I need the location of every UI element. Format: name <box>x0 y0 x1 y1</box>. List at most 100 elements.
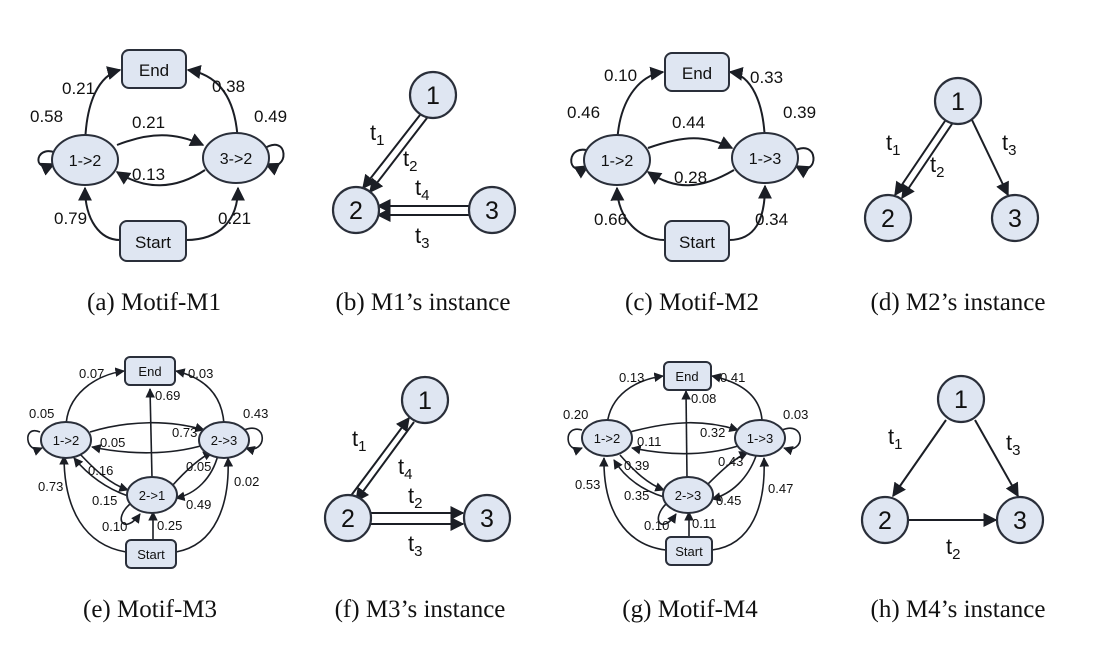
edge-m1-start-left <box>78 186 121 241</box>
node-m3-start-label: Start <box>137 547 165 562</box>
label-m3-right-end: 0.03 <box>188 366 213 381</box>
caption-g: (g) Motif-M4 <box>622 596 758 623</box>
edge-m3-right-self <box>243 427 264 456</box>
label-m4-left-self: 0.20 <box>563 407 588 422</box>
node-m3-end <box>124 356 176 386</box>
node-m3-start <box>125 539 177 569</box>
label-m2-right-left: 0.28 <box>674 168 707 187</box>
node-m1i-2-label: 2 <box>349 197 363 225</box>
label-m3-left-self: 0.05 <box>29 406 54 421</box>
edge-m3-start-right <box>175 457 234 553</box>
edge-m4-left-self <box>567 428 583 456</box>
node-m2-right <box>731 132 799 184</box>
caption-a: (a) Motif-M1 <box>87 289 221 316</box>
label-m2-right-end: 0.33 <box>750 68 783 87</box>
label-m4i-t3: t3 <box>1006 430 1020 459</box>
edge-m3i-t1 <box>355 421 415 503</box>
label-m1i-t3: t3 <box>415 223 429 252</box>
caption-e: (e) Motif-M3 <box>83 596 217 623</box>
node-m4-end-label: End <box>675 369 698 384</box>
caption-d: (d) M2’s instance <box>871 289 1046 316</box>
node-m2i-1-label: 1 <box>951 88 965 116</box>
node-m3-left <box>40 421 92 459</box>
node-m1-right <box>202 132 270 184</box>
label-m1-left-self: 0.58 <box>30 107 63 126</box>
node-m4i-1-label: 1 <box>954 386 968 414</box>
label-m3-left-right: 0.73 <box>172 425 197 440</box>
label-m4-right-end: 0.41 <box>720 370 745 385</box>
node-m3i-1-label: 1 <box>418 387 432 415</box>
node-m3-left-label: 1->2 <box>53 433 79 448</box>
edge-m3-right-left <box>91 444 205 454</box>
node-m4-mid <box>662 476 714 514</box>
edge-m3-right-mid <box>175 454 219 502</box>
node-m3i-3 <box>462 493 512 543</box>
label-m4-mid-self: 0.10 <box>644 518 669 533</box>
label-m1-start-right: 0.21 <box>218 209 251 228</box>
label-m3-left-mid: 0.16 <box>88 463 113 478</box>
edge-m2i-t1 <box>894 120 946 197</box>
node-m4i-1 <box>936 374 986 424</box>
edge-m2i-t3 <box>971 119 1009 197</box>
edge-m3i-t4 <box>349 416 410 498</box>
label-m2-right-self: 0.39 <box>783 103 816 122</box>
label-m4i-t1: t1 <box>888 424 902 453</box>
node-m4-right-label: 1->3 <box>747 431 773 446</box>
edge-m4-mid-left <box>613 459 665 498</box>
label-m2i-t3: t3 <box>1002 130 1016 159</box>
label-m3-mid-right: 0.49 <box>186 497 211 512</box>
node-m3i-3-label: 3 <box>480 505 494 533</box>
edge-m4-start-left <box>599 457 667 551</box>
label-m1-left-right: 0.21 <box>132 113 165 132</box>
edge-m3-mid-left <box>73 457 129 497</box>
label-m2-left-right: 0.44 <box>672 113 705 132</box>
node-m1-end-label: End <box>139 61 169 80</box>
label-m3i-t1: t1 <box>352 426 366 455</box>
label-m4-left-right: 0.32 <box>700 425 725 440</box>
label-m1-right-end: 0.38 <box>212 77 245 96</box>
node-m3-mid-label: 2->1 <box>139 488 165 503</box>
edge-m2-left-self <box>570 148 593 179</box>
panel-motif-m1: End Start 1->2 3->2 0.21 0.38 0.58 0.49 … <box>30 49 287 316</box>
label-m4-mid-right: 0.45 <box>716 493 741 508</box>
node-m3i-2-label: 2 <box>341 505 355 533</box>
edge-m3-start-left <box>59 455 127 553</box>
panel-m2-instance: 1 2 3 t1 t2 t3 (d) M2’s instance <box>863 76 1046 316</box>
panel-m4-instance: 1 2 3 t1 t3 t2 (h) M4’s instance <box>860 374 1046 623</box>
edge-m1i-t2 <box>369 117 428 194</box>
node-m2-end <box>664 52 730 92</box>
label-m4-start-left: 0.53 <box>575 477 600 492</box>
node-m1i-2 <box>331 185 381 235</box>
node-m2i-3 <box>990 193 1040 243</box>
label-m4-left-end: 0.13 <box>619 370 644 385</box>
panel-motif-m4: End Start 1->2 1->3 2->3 0.13 0.41 0.08 … <box>563 361 808 623</box>
label-m1-right-left: 0.13 <box>132 165 165 184</box>
node-m3-right <box>198 421 250 459</box>
node-m1-end <box>121 49 187 89</box>
edge-m4-mid-end <box>681 390 691 479</box>
label-m2i-t1: t1 <box>886 130 900 159</box>
edge-m4-left-end <box>606 372 664 426</box>
node-m4i-3-label: 3 <box>1013 507 1027 535</box>
node-m4-end <box>663 361 712 391</box>
edge-m2-right-self <box>791 147 815 179</box>
edge-m3-left-end <box>65 367 125 429</box>
node-m1-right-label: 3->2 <box>220 151 253 168</box>
edge-m4-right-end <box>711 373 763 421</box>
label-m1-right-self: 0.49 <box>254 107 287 126</box>
label-m3-right-left: 0.05 <box>100 435 125 450</box>
label-m1i-t4: t4 <box>415 175 429 204</box>
label-m4-mid-left: 0.35 <box>624 488 649 503</box>
node-m1-start <box>119 220 187 262</box>
node-m4-mid-label: 2->3 <box>675 488 701 503</box>
label-m4i-t2: t2 <box>946 534 960 563</box>
label-m2-start-right: 0.34 <box>755 210 788 229</box>
node-m4-start <box>665 536 713 566</box>
node-m4-start-label: Start <box>675 544 703 559</box>
edge-m4-left-mid <box>619 454 665 492</box>
caption-h: (h) M4’s instance <box>871 596 1046 623</box>
edge-m1-right-self <box>261 143 285 176</box>
node-m1-left <box>51 134 119 186</box>
label-m4-left-mid: 0.39 <box>624 458 649 473</box>
label-m4-start-mid: 0.11 <box>692 516 716 531</box>
